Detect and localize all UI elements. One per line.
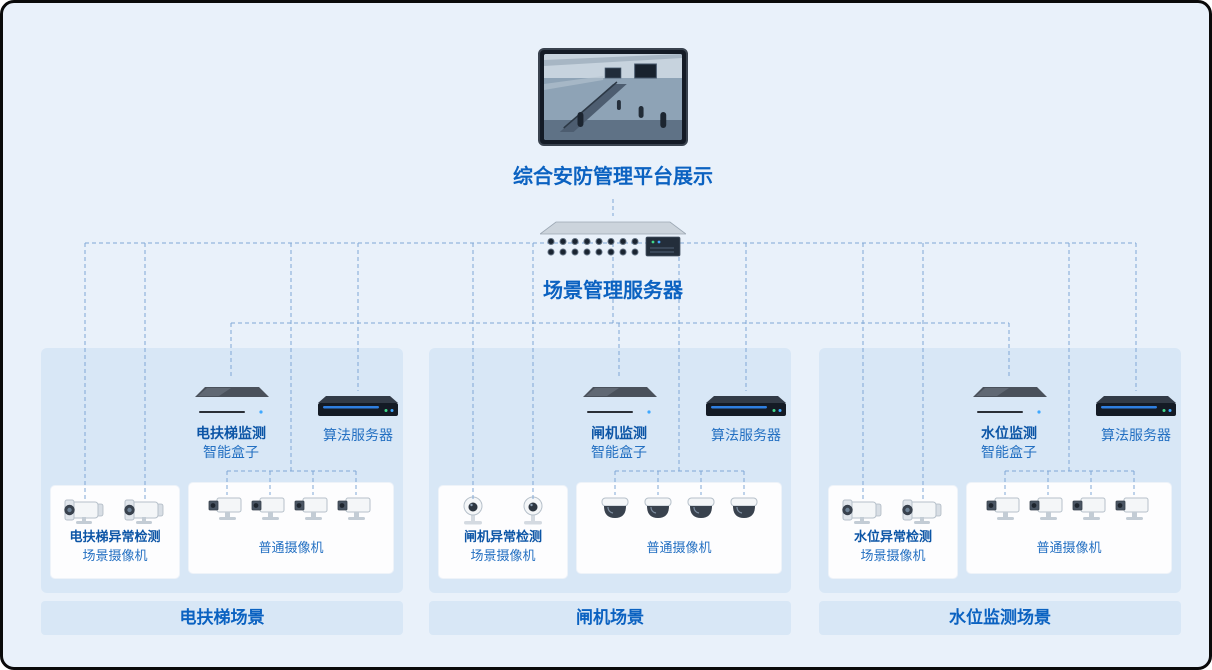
scene-water-level: 水位监测 智能盒子 算法服务器 水位异常检测 场景摄像机 普通摄像机 水位监测场… [819, 348, 1181, 635]
normal-camera-group: 普通摄像机 [189, 483, 393, 573]
scene-gate: 闸机监测 智能盒子 算法服务器 闸机异常检测 场景摄像机 普通摄像机 闸机场景 [429, 348, 791, 635]
box-camera-icon [250, 493, 290, 523]
box-camera-icon [1071, 493, 1111, 523]
box-camera-icon [1114, 493, 1154, 523]
server-title: 场景管理服务器 [543, 278, 683, 302]
scene-camera-label-line1: 水位异常检测 [853, 530, 932, 545]
normal-camera-group: 普通摄像机 [577, 483, 781, 573]
algo-server-icon [706, 392, 786, 420]
rack-server-icon [540, 217, 686, 263]
smartbox-title: 电扶梯监测 [196, 426, 266, 442]
scene-footer-label: 水位监测场景 [819, 601, 1181, 635]
scene-camera-group: 电扶梯异常检测 场景摄像机 [51, 486, 179, 578]
box-camera-icon [207, 493, 247, 523]
smartbox-subtitle: 智能盒子 [203, 445, 259, 461]
normal-camera-label: 普通摄像机 [577, 539, 781, 558]
surveillance-screen-image [544, 54, 682, 140]
scene-camera-label-line2: 场景摄像机 [82, 549, 148, 564]
box-camera-icon [336, 493, 376, 523]
normal-camera-label: 普通摄像机 [967, 539, 1171, 558]
smart-box-icon [577, 379, 661, 425]
scene-camera-label: 闸机异常检测 场景摄像机 [439, 528, 567, 566]
scene-camera-label-line2: 场景摄像机 [470, 549, 536, 564]
smartbox-label: 闸机监测 智能盒子 [529, 425, 709, 463]
bullet-camera-icon [840, 494, 886, 526]
algo-server-label: 算法服务器 [323, 428, 393, 444]
smartbox-label: 电扶梯监测 智能盒子 [141, 425, 321, 463]
scene-camera-label-line2: 场景摄像机 [860, 549, 926, 564]
dome-camera-icon [726, 495, 762, 523]
box-camera-icon [985, 493, 1025, 523]
scene-camera-group: 水位异常检测 场景摄像机 [829, 486, 957, 578]
scene-escalator: 电扶梯监测 智能盒子 算法服务器 电扶梯异常检测 场景摄像机 普通摄像机 电扶梯… [41, 348, 403, 635]
normal-camera-label-text: 普通摄像机 [646, 541, 712, 556]
scene-camera-label-line1: 闸机异常检测 [463, 530, 542, 545]
dome-camera-icon [683, 495, 719, 523]
bullet-camera-icon [900, 494, 946, 526]
eyeball-camera-icon [456, 494, 490, 526]
algo-server-icon [318, 392, 398, 420]
normal-camera-label-text: 普通摄像机 [258, 541, 324, 556]
platform-title: 综合安防管理平台展示 [513, 164, 713, 188]
scene-camera-group: 闸机异常检测 场景摄像机 [439, 486, 567, 578]
bullet-camera-icon [62, 494, 108, 526]
platform-monitor [538, 48, 688, 146]
smartbox-title: 闸机监测 [591, 426, 647, 442]
scene-camera-label: 电扶梯异常检测 场景摄像机 [51, 528, 179, 566]
scene-footer-label: 电扶梯场景 [41, 601, 403, 635]
algo-server-icon [1096, 392, 1176, 420]
box-camera-icon [293, 493, 333, 523]
bullet-camera-icon [122, 494, 168, 526]
smartbox-title: 水位监测 [981, 426, 1037, 442]
box-camera-icon [1028, 493, 1068, 523]
algo-server-label: 算法服务器 [711, 428, 781, 444]
algo-server-label: 算法服务器 [1101, 428, 1171, 444]
smartbox-subtitle: 智能盒子 [591, 445, 647, 461]
smart-box-icon [189, 379, 273, 425]
smart-box-icon [967, 379, 1051, 425]
scene-footer-label: 闸机场景 [429, 601, 791, 635]
dome-camera-icon [640, 495, 676, 523]
normal-camera-group: 普通摄像机 [967, 483, 1171, 573]
dome-camera-icon [597, 495, 633, 523]
normal-camera-label: 普通摄像机 [189, 539, 393, 558]
eyeball-camera-icon [516, 494, 550, 526]
normal-camera-label-text: 普通摄像机 [1036, 541, 1102, 556]
scene-camera-label: 水位异常检测 场景摄像机 [829, 528, 957, 566]
smartbox-subtitle: 智能盒子 [981, 445, 1037, 461]
smartbox-label: 水位监测 智能盒子 [919, 425, 1099, 463]
scene-camera-label-line1: 电扶梯异常检测 [69, 530, 161, 545]
